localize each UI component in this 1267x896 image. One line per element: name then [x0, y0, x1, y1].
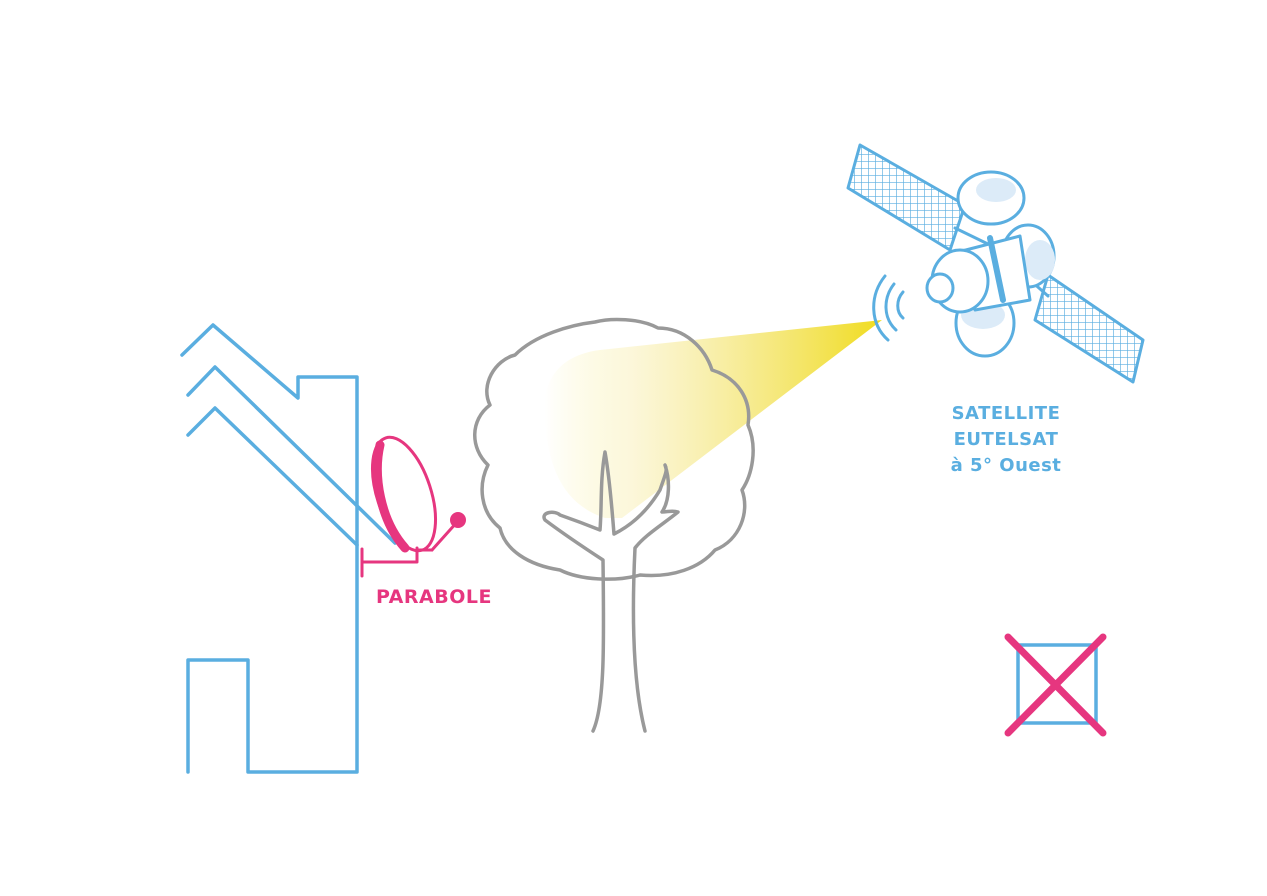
satellite-dish-icon	[360, 435, 466, 578]
satellite-label: SATELLITE EUTELSAT à 5° Ouest	[906, 401, 1106, 479]
blocked-cross-icon	[1004, 633, 1107, 737]
solar-panel-right	[1033, 273, 1145, 384]
house-outline-icon	[180, 323, 397, 774]
dish-label: PARABOLE	[376, 586, 492, 608]
tree-outline-icon	[473, 317, 755, 733]
signal-waves-icon	[872, 274, 905, 342]
solar-panel-left	[846, 143, 967, 252]
satellite-label-line3: à 5° Ouest	[950, 455, 1062, 476]
satellite-label-line2: EUTELSAT	[953, 429, 1059, 450]
satellite-icon	[846, 143, 1145, 384]
signal-beam	[544, 320, 882, 518]
satellite-label-line1: SATELLITE	[951, 403, 1061, 424]
